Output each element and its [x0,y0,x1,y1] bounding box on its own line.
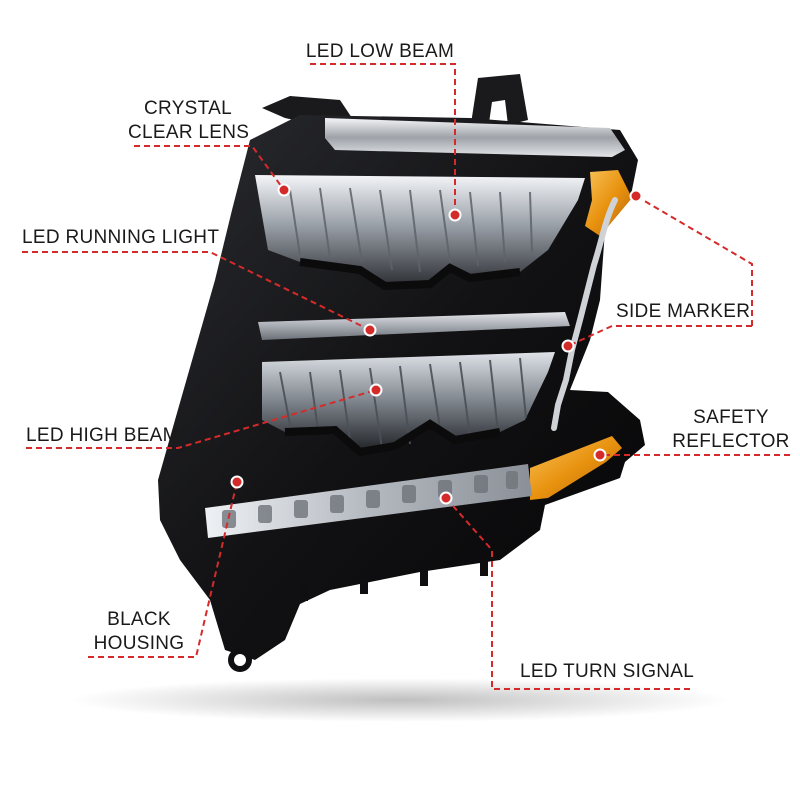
leader-side-marker-dot [629,189,643,203]
leader-side-marker-bar-dot [561,339,575,353]
label-black-housing: BLACK HOUSING [93,609,185,654]
leader-turn-signal-dot [439,491,453,505]
leader-crystal-lens [134,145,285,191]
running-light-bar [258,312,570,340]
label-led-running-light: LED RUNNING LIGHT [22,227,220,248]
high-beam-reflectors [279,357,527,449]
leader-low-beam-dot [448,208,462,222]
leader-crystal-lens-dot [277,183,291,197]
low-beam-reflectors [289,187,533,273]
chrome-trim [325,118,625,157]
label-led-low-beam: LED LOW BEAM [305,41,455,62]
label-safety-reflector: SAFETY REFLECTOR [672,407,790,452]
leader-safety-reflector-dot [593,448,607,462]
label-crystal-clear-lens: CRYSTAL CLEAR LENS [128,98,250,143]
mount-hole [228,648,252,672]
side-marker-lens [585,170,632,236]
leader-high-beam [26,389,377,449]
turn-signal-leds [222,471,518,528]
callout-leaders [22,63,790,690]
label-side-marker: SIDE MARKER [616,301,751,322]
label-led-high-beam: LED HIGH BEAM [26,425,179,446]
mounting-bracket [470,74,528,130]
label-led-turn-signal: LED TURN SIGNAL [520,661,695,682]
leader-side-marker-bar [567,325,752,347]
leader-running-light [22,251,371,331]
leader-side-marker [635,195,753,326]
leader-turn-signal [445,497,690,690]
leader-black-housing-dot [230,475,244,489]
leader-low-beam [310,63,456,215]
leader-black-housing [88,481,238,658]
leader-high-beam-dot [369,383,383,397]
leader-running-light-dot [363,323,377,337]
